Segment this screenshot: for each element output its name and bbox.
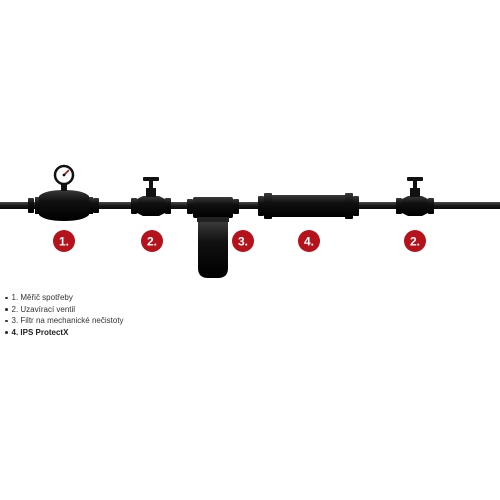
legend-item-label: 4. IPS ProtectX bbox=[11, 327, 69, 337]
filter-icon bbox=[187, 197, 239, 278]
badge-ips-protectx: 4. bbox=[298, 230, 320, 252]
bullet-icon bbox=[5, 296, 8, 300]
shutoff-valve-left-icon bbox=[131, 177, 171, 216]
legend-item-label: 3. Filtr na mechanické nečistoty bbox=[11, 316, 124, 325]
water-meter-icon bbox=[28, 164, 99, 221]
badge-water-meter: 1. bbox=[53, 230, 75, 252]
badge-shutoff-valve-left-label: 2. bbox=[147, 235, 157, 249]
badge-shutoff-valve-right-label: 2. bbox=[410, 235, 420, 249]
badge-filter: 3. bbox=[232, 230, 254, 252]
legend-item: 4. IPS ProtectX bbox=[5, 327, 124, 339]
legend: 1. Měřič spotřeby 2. Uzavírací ventil 3.… bbox=[5, 292, 124, 338]
legend-item: 2. Uzavírací ventil bbox=[5, 304, 124, 316]
legend-item: 1. Měřič spotřeby bbox=[5, 292, 124, 304]
badge-filter-label: 3. bbox=[238, 235, 248, 249]
bullet-icon bbox=[5, 331, 8, 334]
legend-item: 3. Filtr na mechanické nečistoty bbox=[5, 315, 124, 327]
legend-item-label: 2. Uzavírací ventil bbox=[11, 304, 76, 314]
badge-shutoff-valve-left: 2. bbox=[141, 230, 163, 252]
badge-ips-protectx-label: 4. bbox=[304, 235, 314, 249]
badge-water-meter-label: 1. bbox=[59, 235, 69, 249]
bullet-icon bbox=[5, 319, 8, 323]
legend-item-label: 1. Měřič spotřeby bbox=[11, 293, 73, 302]
main-pipe bbox=[0, 202, 500, 209]
badge-shutoff-valve-right: 2. bbox=[404, 230, 426, 252]
shutoff-valve-right-icon bbox=[396, 177, 434, 216]
ips-protectx-icon bbox=[258, 193, 359, 219]
bullet-icon bbox=[5, 308, 8, 311]
